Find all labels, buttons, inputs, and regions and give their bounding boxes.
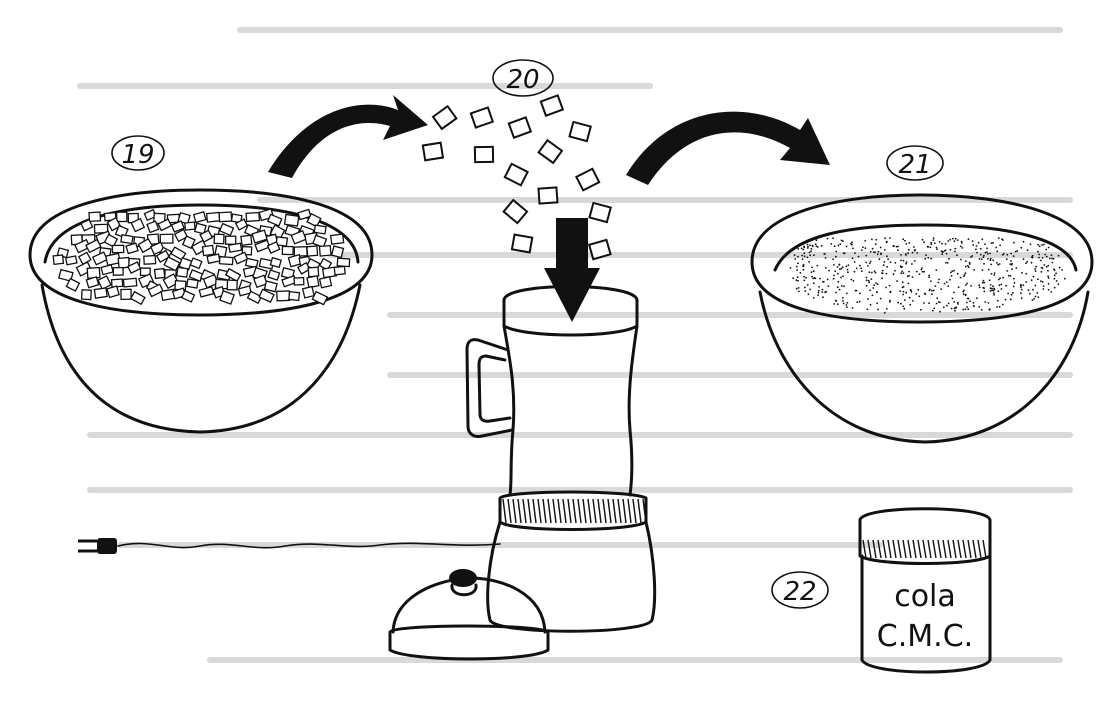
- paper-piece-icon: [220, 291, 234, 304]
- paper-piece-icon: [121, 235, 133, 244]
- paper-piece-icon: [337, 258, 350, 266]
- paper-piece-icon: [144, 256, 156, 265]
- paper-piece-icon: [53, 255, 63, 264]
- paper-piece-icon: [282, 246, 293, 254]
- paper-piece-icon: [285, 215, 299, 226]
- paper-piece-icon: [471, 108, 493, 128]
- paper-piece-icon: [220, 224, 234, 236]
- paper-piece-icon: [131, 292, 145, 305]
- paper-piece-icon: [207, 212, 220, 222]
- paper-piece-icon: [94, 288, 107, 298]
- paper-piece-icon: [194, 212, 206, 223]
- paper-piece-icon: [229, 243, 242, 252]
- paper-piece-icon: [177, 267, 188, 277]
- blender-grip-band: [503, 499, 646, 523]
- paper-piece-icon: [289, 292, 300, 301]
- paper-piece-icon: [190, 258, 201, 268]
- paper-piece-icon: [185, 222, 195, 230]
- paper-piece-icon: [66, 256, 77, 265]
- paper-piece-icon: [332, 246, 344, 257]
- jar-label-line1: cola: [894, 579, 956, 614]
- paper-piece-icon: [576, 169, 599, 191]
- pulp-texture: [790, 237, 1066, 314]
- step-21-marker: 21: [887, 146, 943, 180]
- paper-piece-icon: [123, 278, 136, 287]
- arrow-icon: [626, 112, 830, 185]
- paper-piece-icon: [199, 287, 213, 297]
- paper-piece-icon: [512, 235, 532, 253]
- paper-piece-icon: [89, 212, 100, 221]
- paper-piece-icon: [589, 203, 610, 222]
- step-20-marker: 20: [493, 60, 553, 96]
- paper-piece-icon: [538, 187, 557, 203]
- paper-piece-icon: [155, 269, 165, 279]
- paper-piece-icon: [219, 257, 232, 265]
- paper-piece-icon: [126, 243, 138, 253]
- paper-piece-icon: [117, 212, 127, 221]
- paper-piece-icon: [320, 277, 332, 288]
- paper-piece-icon: [504, 200, 527, 223]
- paper-piece-icon: [307, 246, 318, 256]
- paper-piece-icon: [79, 252, 91, 264]
- paper-piece-icon: [264, 281, 277, 292]
- paper-piece-icon: [268, 214, 282, 225]
- paper-piece-icon: [234, 252, 247, 263]
- paper-piece-icon: [270, 258, 281, 268]
- paper-piece-icon: [539, 140, 562, 163]
- paper-piece-icon: [569, 122, 590, 141]
- bowl-with-pulp: [752, 195, 1092, 442]
- step-19-label: 19: [121, 140, 154, 170]
- paper-piece-icon: [307, 276, 319, 288]
- step-22-marker: 22: [772, 572, 828, 608]
- paper-piece-icon: [319, 246, 331, 257]
- jar-label-line2: C.M.C.: [877, 619, 973, 654]
- paper-piece-icon: [219, 212, 231, 222]
- step-22-label: 22: [783, 577, 816, 607]
- paper-piece-icon: [93, 252, 107, 265]
- paper-piece-icon: [294, 278, 304, 285]
- paper-piece-icon: [207, 254, 220, 263]
- paper-piece-icon: [505, 164, 528, 186]
- down-arrow-icon: [544, 218, 600, 322]
- paper-piece-icon: [294, 247, 307, 256]
- bowl-with-paper-pieces: [30, 190, 372, 432]
- paper-piece-icon: [303, 287, 315, 298]
- paper-piece-icon: [509, 117, 531, 137]
- paper-piece-icon: [82, 290, 92, 300]
- paper-piece-icon: [113, 268, 123, 276]
- paper-piece-icon: [87, 268, 100, 279]
- paper-piece-icon: [214, 234, 224, 244]
- paper-piece-icon: [107, 286, 119, 297]
- paper-piece-icon: [227, 280, 237, 290]
- paper-piece-icon: [241, 235, 252, 245]
- arrow-icon: [268, 95, 428, 178]
- step-20-label: 20: [506, 65, 539, 95]
- paper-piece-icon: [423, 143, 443, 161]
- paper-piece-icon: [334, 266, 345, 274]
- paper-piece-icon: [541, 95, 563, 115]
- paper-piece-icon: [101, 265, 113, 275]
- paper-pieces-in-bowl: [53, 209, 350, 305]
- paper-piece-icon: [160, 234, 173, 243]
- bowl-icon: [752, 195, 1092, 442]
- paper-piece-icon: [121, 289, 131, 299]
- paper-piece-icon: [226, 236, 236, 244]
- step-19-marker: 19: [112, 136, 164, 170]
- paper-piece-icon: [147, 221, 159, 232]
- paper-piece-icon: [182, 291, 195, 302]
- paper-piece-icon: [475, 147, 493, 162]
- paper-piece-icon: [187, 279, 198, 288]
- paper-piece-icon: [433, 106, 456, 129]
- paper-piece-icon: [277, 291, 290, 301]
- lid-icon: [390, 569, 548, 659]
- paper-piece-icon: [246, 213, 259, 222]
- paper-piece-icon: [112, 245, 123, 252]
- plug-icon: [78, 538, 117, 554]
- step-21-label: 21: [898, 150, 931, 180]
- paper-piece-icon: [202, 245, 213, 255]
- paper-piece-icon: [268, 270, 279, 280]
- paper-piece-icon: [331, 234, 344, 244]
